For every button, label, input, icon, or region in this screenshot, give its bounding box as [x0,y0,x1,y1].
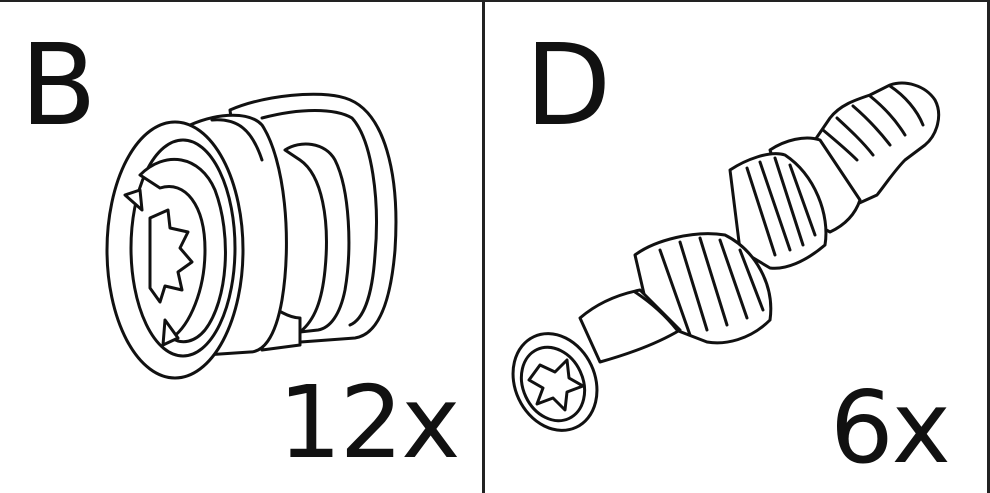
panel-d: D [485,0,987,493]
cam-bolt-dowel-icon [511,81,941,432]
panel-divider [482,0,485,493]
panel-b: B 12x [0,0,482,493]
quantity-label: 12x [278,364,460,481]
cam-lock-nut-icon [105,92,398,380]
part-letter: B [20,21,97,151]
quantity-label: 6x [830,369,951,486]
part-letter: D [525,21,612,151]
